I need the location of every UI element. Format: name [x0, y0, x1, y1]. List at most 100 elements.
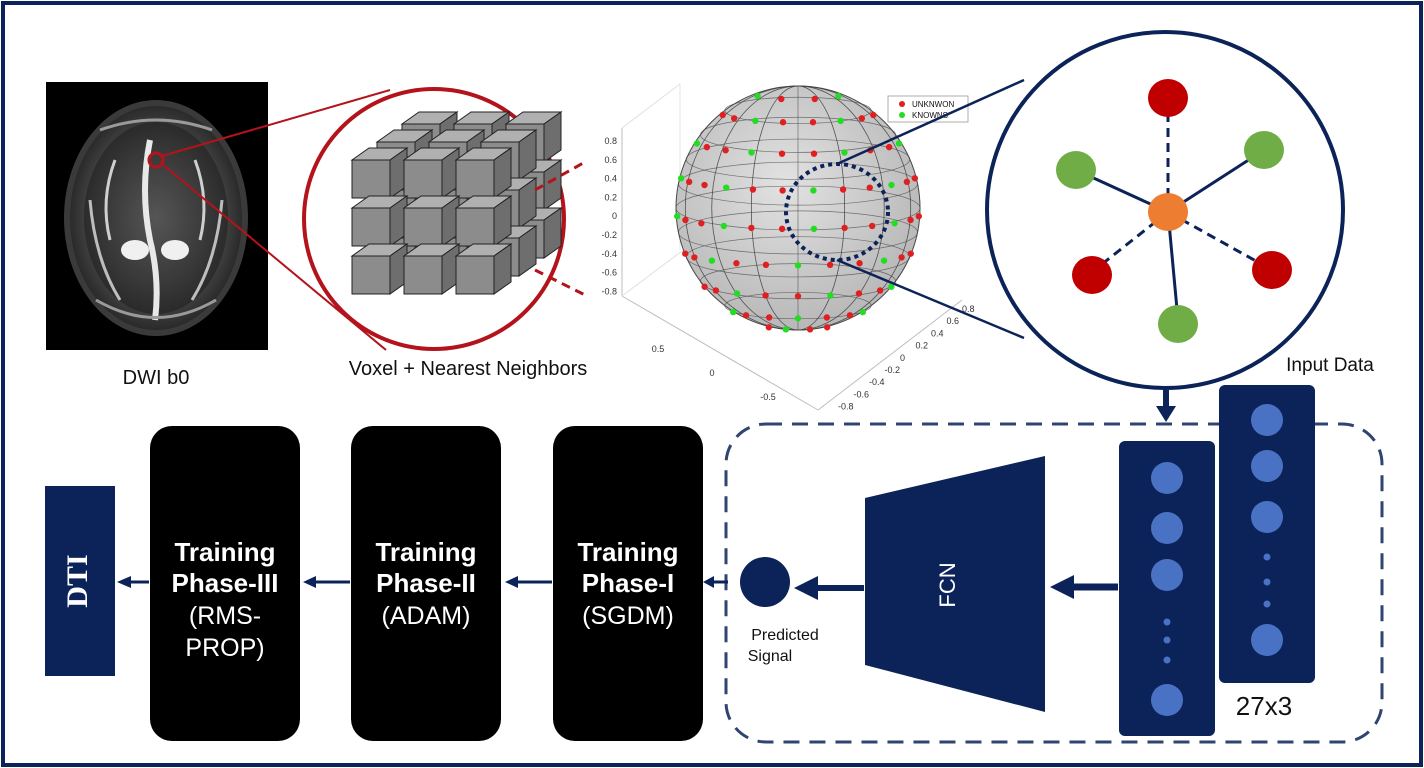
unknown-point [730, 115, 738, 122]
known-point [677, 175, 685, 182]
graph-link-top [836, 78, 1025, 166]
unknown-point [778, 95, 785, 103]
voxel-neighborhood [302, 87, 566, 351]
phase-name: Phase-I [582, 568, 675, 598]
unknown-point [898, 254, 905, 261]
known-point [841, 149, 848, 156]
known-point [733, 290, 741, 297]
node-known [1158, 305, 1198, 343]
voxel-link-bottom [534, 268, 586, 297]
unknown-point [811, 95, 818, 103]
unknown-point [903, 178, 911, 186]
legend-known: KNOWNS [912, 111, 948, 120]
known-point [888, 181, 895, 189]
voxel-cube [402, 195, 461, 247]
unknown-point [722, 147, 729, 154]
voxel-cube [350, 147, 409, 199]
unknown-point [806, 326, 814, 333]
input-column-back [1219, 385, 1315, 683]
unknown-point [698, 220, 705, 227]
unknown-point [855, 290, 863, 297]
known-point [880, 257, 888, 264]
voxel-cube [454, 243, 513, 295]
node-center [1148, 193, 1188, 231]
unknown-point [719, 111, 726, 119]
unknown-point [712, 287, 720, 294]
known-point [693, 140, 701, 147]
z-tick-label: 0 [612, 211, 617, 221]
y-tick-label: 0 [900, 353, 905, 363]
sphere-mesh [675, 85, 921, 331]
ellipsis-dot [1263, 578, 1271, 586]
unknown-point [701, 181, 708, 189]
known-point [891, 220, 898, 227]
brain-caption: DWI b0 [123, 367, 190, 389]
known-point [837, 117, 844, 125]
node-unknown [1148, 79, 1188, 117]
phase-title: Training [577, 537, 678, 567]
phase-title: Training [375, 537, 476, 567]
known-point [794, 262, 802, 269]
y-tick-label: -0.6 [854, 389, 870, 399]
known-point [895, 140, 903, 147]
input-neuron [1151, 684, 1183, 716]
phase-name: Phase-III [172, 568, 279, 598]
voxel-cube [350, 243, 409, 295]
unknown-point [856, 260, 863, 267]
unknown-point [885, 143, 893, 151]
output-label-2: Signal [748, 648, 792, 665]
phase-optimizer: (RMS- [189, 602, 261, 630]
neighbor-graph [985, 30, 1345, 390]
y-tick-label: -0.2 [885, 365, 901, 375]
x-tick-label: -0.5 [760, 392, 776, 402]
unknown-point [779, 119, 787, 126]
unknown-point [876, 287, 884, 294]
ellipsis-dot [1163, 656, 1171, 664]
z-tick-label: 0.6 [604, 155, 617, 165]
arrow-to-output [794, 576, 818, 600]
unknown-point [809, 119, 817, 126]
ellipsis-dot [1263, 553, 1271, 561]
z-tick-label: 0.4 [604, 174, 617, 184]
unknown-point [778, 150, 786, 157]
input-neuron [1251, 404, 1283, 436]
input-neuron [1151, 512, 1183, 544]
z-tick-label: 0.8 [604, 136, 617, 146]
unknown-point [826, 261, 834, 269]
node-known [1056, 151, 1096, 189]
phase-title: Training [174, 537, 275, 567]
z-tick-label: -0.6 [601, 268, 617, 278]
unknown-point [701, 283, 708, 290]
legend-unknown: UNKNWON [912, 100, 954, 109]
output-neuron [740, 557, 790, 607]
z-tick-label: -0.4 [601, 249, 617, 259]
arrow-to-fcn [1050, 575, 1074, 599]
node-known [1244, 131, 1284, 169]
unknown-point [685, 178, 693, 186]
unknown-point [823, 314, 831, 321]
voxel-cube [454, 147, 513, 199]
voxel-link-top [534, 160, 586, 192]
unknown-point [691, 254, 698, 261]
known-point [748, 149, 755, 156]
voxel-cube [454, 195, 513, 247]
known-point [754, 92, 761, 100]
unknown-point [858, 115, 866, 122]
output-label-1: Predicted [751, 627, 819, 644]
known-point [674, 213, 681, 220]
unknown-point [810, 150, 818, 157]
voxel-cube [402, 147, 461, 199]
input-neuron [1251, 501, 1283, 533]
ellipsis-dot [1263, 600, 1271, 608]
y-tick-label: 0.2 [916, 341, 929, 351]
dti-label: DTI [61, 554, 94, 607]
known-point [720, 222, 728, 230]
graph-link-bottom [836, 258, 1025, 340]
phase-optimizer: (SGDM) [582, 602, 674, 630]
fcn-label: FCN [935, 562, 960, 607]
z-tick-label: -0.2 [601, 230, 617, 240]
unknown-point [765, 324, 773, 331]
